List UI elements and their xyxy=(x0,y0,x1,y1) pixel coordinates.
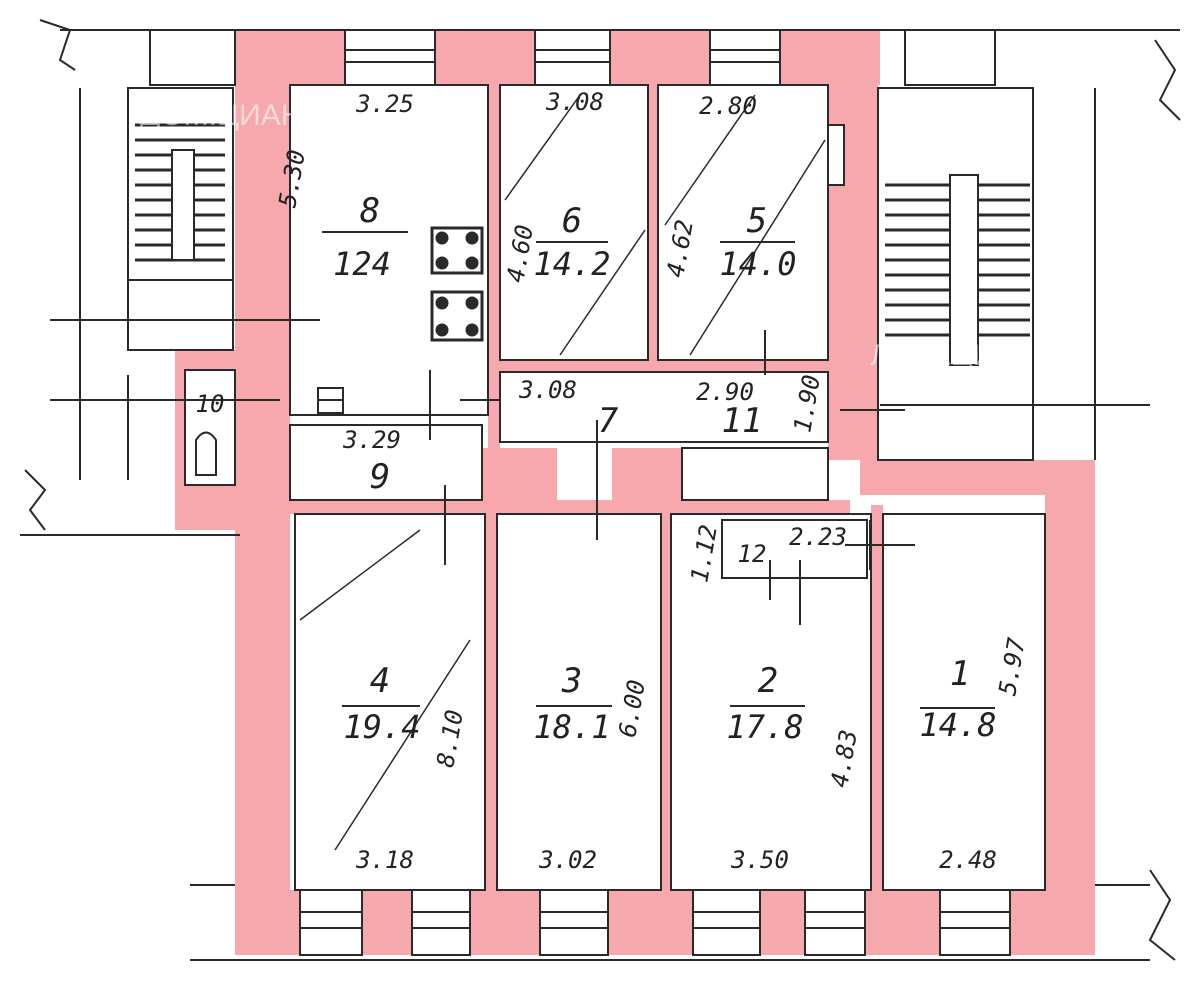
watermark-left: ДОМ.ЦИАН xyxy=(140,99,302,132)
room-7-number: 7 xyxy=(598,401,619,441)
door-swings xyxy=(317,124,915,625)
room-11-number: 11 xyxy=(722,401,763,441)
hatching xyxy=(299,94,826,851)
room-6-area: 14.2 xyxy=(533,245,610,283)
room-6-number: 6 xyxy=(562,201,582,241)
room-4-area xyxy=(294,513,486,891)
room-3-area: 18.1 xyxy=(533,708,610,746)
stairwell-left xyxy=(20,19,320,536)
room-1-number: 1 xyxy=(950,654,970,694)
room-3-area xyxy=(496,513,662,891)
room-1-dim-width: 2.48 xyxy=(939,846,997,874)
windows-top xyxy=(149,29,996,86)
room-12-area xyxy=(721,519,868,579)
outer-lines xyxy=(60,29,1180,961)
room-5-number: 5 xyxy=(747,201,767,241)
windows-bottom xyxy=(299,889,1011,956)
room-10-number: 10 xyxy=(196,390,225,418)
room-8-number: 8 xyxy=(360,191,380,231)
room-3-number: 3 xyxy=(561,661,582,701)
room-9-area xyxy=(289,424,483,501)
room-12-number: 12 xyxy=(738,540,767,568)
sink-icon xyxy=(430,290,484,342)
room-4-number: 4 xyxy=(370,661,390,701)
room-6-dim-width: 3.08 xyxy=(545,88,604,116)
stove-icon xyxy=(430,226,484,275)
room-interiors xyxy=(184,84,1046,891)
room-8-area: 124 xyxy=(333,245,391,283)
room-9-dim: 3.29 xyxy=(342,426,401,454)
room-2-number: 2 xyxy=(758,661,778,701)
hall-area xyxy=(681,447,829,501)
room-5-area: 14.0 xyxy=(719,245,796,283)
room-1-area xyxy=(882,513,1046,891)
room-corridor xyxy=(499,371,829,443)
room-2-dim-width: 3.50 xyxy=(730,846,789,874)
room-9-number: 9 xyxy=(370,457,390,497)
watermarks: ДОМ.ЦИАН ЛОКАЦИЯ xyxy=(140,99,1016,372)
room-5-area xyxy=(657,84,829,361)
room-8-dim-width: 3.25 xyxy=(355,90,414,118)
room-3-dim-width: 3.02 xyxy=(538,846,597,874)
watermark-right: ЛОКАЦИЯ xyxy=(870,339,1016,372)
room-7-dim: 3.08 xyxy=(518,376,577,404)
room-12-dim-width: 2.23 xyxy=(789,523,847,551)
room-5-dim-width: 2.80 xyxy=(699,92,757,120)
room-11-dim-width: 2.90 xyxy=(696,378,754,406)
room-1-area: 14.8 xyxy=(919,706,996,744)
room-4-area: 19.4 xyxy=(343,708,420,746)
room-4-dim-width: 3.18 xyxy=(355,846,414,874)
room-labels: 8 124 3.25 5.30 6 14.2 3.08 4.60 5 14.0 … xyxy=(196,88,1031,874)
toilet-icon xyxy=(195,431,217,476)
room-2-area: 17.8 xyxy=(726,708,803,746)
stairwell-right xyxy=(877,39,1181,961)
